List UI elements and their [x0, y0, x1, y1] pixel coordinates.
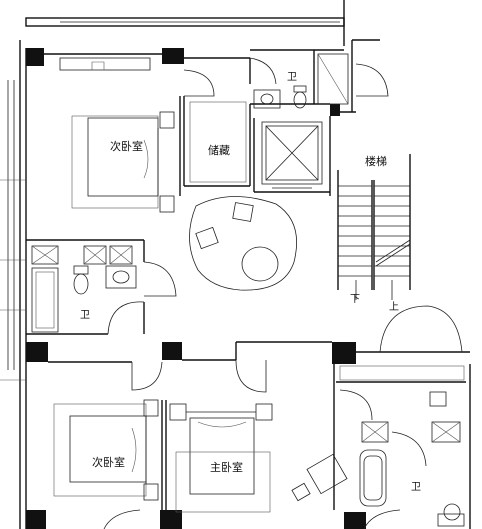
room-label-master-bedroom: 主卧室 — [210, 460, 243, 474]
column — [26, 510, 46, 529]
room-label-bathroom-top-right: 卫 — [287, 72, 297, 83]
bathroom-left-fixtures — [31, 245, 137, 333]
door-swing — [143, 261, 177, 297]
stair-mark-up: 上 — [389, 301, 399, 313]
door-swing — [339, 389, 373, 421]
door-swing — [107, 301, 145, 335]
doors — [103, 57, 463, 529]
room-label-bathroom-left: 卫 — [80, 310, 90, 321]
door-swing — [249, 57, 277, 85]
door-swing — [183, 69, 215, 97]
door-swing — [103, 509, 141, 529]
door-swing — [235, 359, 267, 393]
interior-walls — [26, 39, 471, 529]
bed-bottom-bedroom — [53, 399, 159, 501]
room-label-bathroom-bottom-right: 卫 — [411, 482, 421, 493]
stair-mark-down: 下 — [350, 294, 360, 305]
storage-room — [189, 101, 247, 183]
column — [162, 48, 184, 64]
room-label-second-bedroom-top: 次卧室 — [110, 139, 143, 153]
column — [344, 512, 366, 529]
door-swing — [363, 509, 401, 529]
outer-walls — [0, 0, 345, 529]
bed-top-bedroom — [59, 57, 175, 213]
stairs — [337, 154, 411, 300]
room-label-storage: 储藏 — [208, 143, 230, 157]
door-swing — [131, 361, 163, 391]
column — [160, 510, 182, 529]
bed-master-bedroom — [169, 403, 273, 513]
columns — [26, 48, 366, 529]
column — [162, 342, 182, 360]
room-label-stairs: 楼梯 — [365, 154, 387, 168]
column — [332, 342, 356, 364]
column — [26, 48, 44, 66]
door-swing — [391, 431, 427, 467]
room-label-second-bedroom-bottom: 次卧室 — [92, 455, 125, 469]
door-swing — [379, 305, 463, 353]
bathroom-bottom-right-fixtures — [291, 365, 465, 527]
elevator-shaft — [261, 121, 323, 189]
column — [26, 342, 48, 362]
column — [330, 104, 340, 116]
bathroom-top-right-fixtures — [253, 53, 349, 109]
lounge — [189, 196, 297, 291]
door-swing — [355, 63, 389, 97]
